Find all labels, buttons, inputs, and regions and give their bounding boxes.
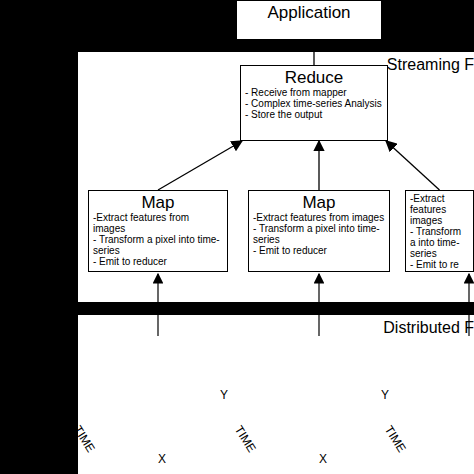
bullet-text: - Receive from mapper <box>245 87 383 98</box>
bullet-text: - Emit to re <box>410 259 469 270</box>
axis-label: Y <box>220 388 228 402</box>
image-to-map-arrow <box>157 274 158 336</box>
bullet-text: - Emit to reducer <box>253 245 385 256</box>
image-to-map-arrow <box>318 274 319 336</box>
connector <box>318 141 319 190</box>
axis-label: Y <box>381 388 389 402</box>
box-title: Map <box>93 193 223 212</box>
bullet-text: - Transform a into time-series <box>410 226 469 259</box>
map-box: Map-Extract features from images- Transf… <box>88 190 228 272</box>
map-box: -Extract features images- Transform a in… <box>405 190 474 272</box>
band-label: Distributed F <box>383 319 474 337</box>
image-to-map-arrow <box>468 274 469 336</box>
box-title: Application <box>241 3 377 22</box>
bullet-text: - Complex time-series Analysis <box>245 98 383 109</box>
bullet-text: - Emit to reducer <box>93 256 223 267</box>
streaming-band: Streaming FReduce- Receive from mapper- … <box>78 52 474 302</box>
connector <box>386 141 440 190</box>
bullet-text: -Extract features from images <box>253 212 385 223</box>
connector <box>313 40 314 65</box>
axis-label: X <box>158 452 166 466</box>
axis-label: X <box>319 452 327 466</box>
box-title: Map <box>253 193 385 212</box>
bullet-text: - Transform a pixel into time-series <box>253 223 385 245</box>
bullet-text: -Extract features images <box>410 193 469 226</box>
box-title: Reduce <box>245 68 383 87</box>
reduce-box: Reduce- Receive from mapper- Complex tim… <box>240 65 388 141</box>
connector <box>158 141 242 190</box>
application-box: Application <box>236 0 382 40</box>
bullet-text: - Transform a pixel into time-series <box>93 234 223 256</box>
map-box: Map-Extract features from images- Transf… <box>248 190 390 272</box>
band-label: Streaming F <box>387 56 474 74</box>
bullet-text: -Extract features from images <box>93 212 223 234</box>
bullet-text: - Store the output <box>245 109 383 120</box>
distributed-band: Distributed F <box>78 315 474 474</box>
